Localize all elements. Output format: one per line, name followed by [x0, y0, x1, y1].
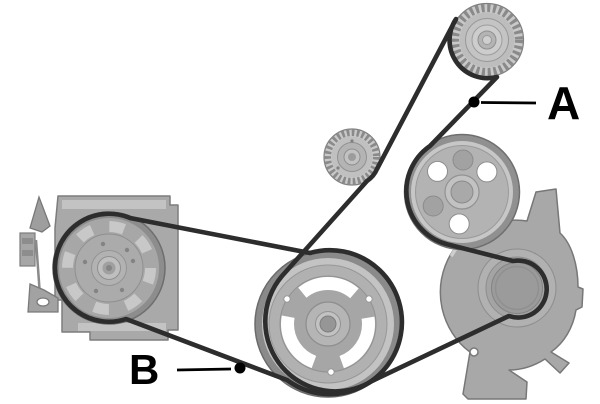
- callout-a: A: [468, 77, 580, 129]
- crank-spoke-slots: [281, 277, 375, 371]
- tensioner-rivet-2: [336, 166, 340, 170]
- callout-b-label: B: [129, 346, 159, 393]
- ps-recessed-holes: [422, 149, 474, 217]
- compressor-mount-hole: [36, 297, 50, 307]
- compressor-connector-slot-2: [22, 250, 33, 256]
- clutch-center-bolt: [106, 265, 112, 271]
- clutch-rivets: [82, 241, 136, 294]
- crankshaft-pulley: [254, 250, 402, 398]
- callout-b: B: [129, 346, 246, 393]
- ps-through-holes: [427, 160, 498, 235]
- clutch-slots: [62, 221, 156, 315]
- power-steering-pump-pulley: [403, 133, 521, 251]
- compressor-pipe: [34, 239, 42, 297]
- ps-hub-center: [450, 180, 474, 204]
- drive-belt-a: [262, 16, 549, 394]
- tensioner-center: [348, 153, 356, 161]
- compressor-bottom-band: [78, 323, 166, 331]
- crank-center-bolt: [319, 315, 337, 333]
- drive-belts: [52, 16, 549, 397]
- pump-boss-recess: [494, 265, 540, 311]
- callout-a-dot: [468, 96, 480, 108]
- callout-b-leader-line: [176, 367, 232, 372]
- idler-pulley: [449, 2, 525, 78]
- callout-b-dot: [234, 362, 246, 374]
- compressor-connector-slot-1: [22, 238, 33, 244]
- compressor-connector: [19, 232, 36, 267]
- compressor-top-band: [62, 200, 166, 209]
- callout-a-label: A: [547, 77, 580, 129]
- compressor-top-bracket: [29, 194, 51, 233]
- ac-compressor: [19, 194, 179, 341]
- tensioner-pulley: [323, 128, 381, 186]
- crank-small-holes: [283, 295, 373, 376]
- tensioner-teeth: [324, 129, 380, 185]
- front-cover-bolt-hole: [469, 347, 479, 357]
- tensioner-rivet-1: [350, 139, 354, 143]
- idler-center: [482, 35, 492, 45]
- drive-belt-b: [52, 211, 405, 397]
- callout-a-leader-line: [480, 101, 537, 105]
- idler-teeth: [451, 4, 523, 76]
- compressor-clutch-pulley: [52, 211, 166, 325]
- pump-boss-face: [491, 262, 543, 314]
